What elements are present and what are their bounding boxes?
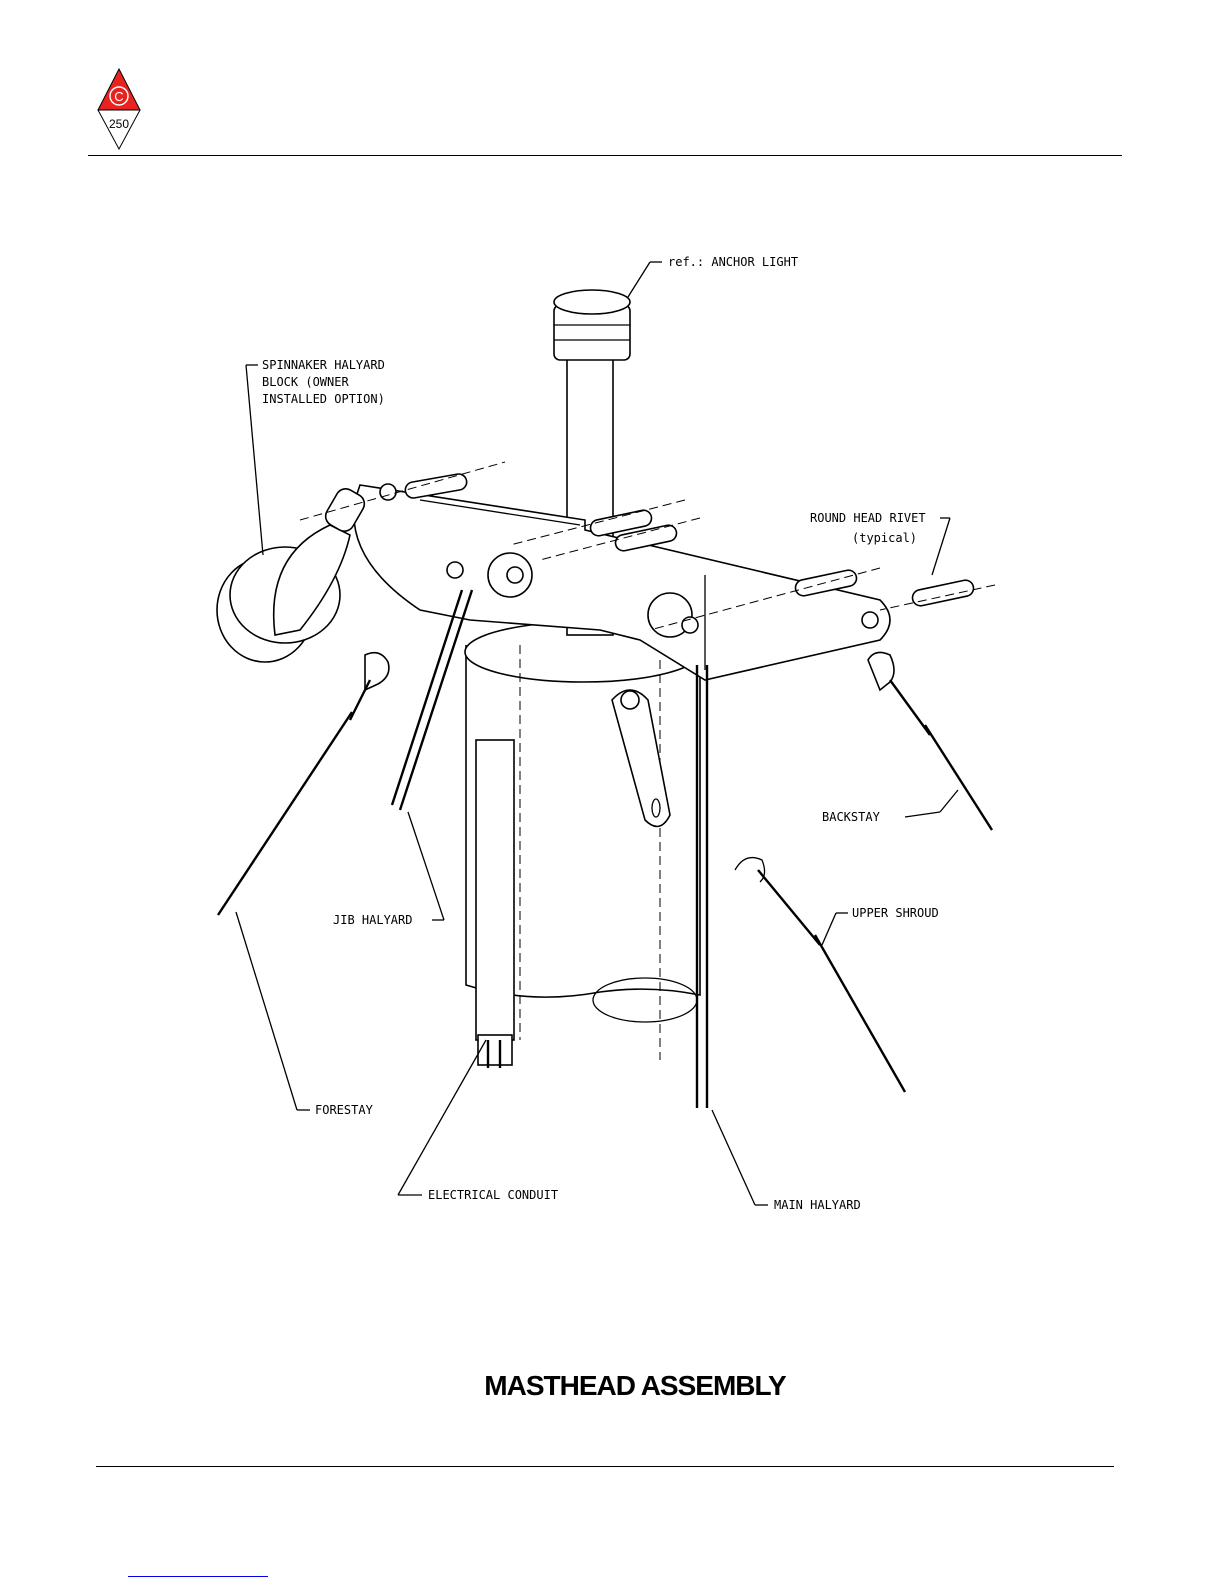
label-spinnaker-line2: BLOCK (OWNER bbox=[262, 375, 349, 389]
label-spinnaker-line1: SPINNAKER HALYARD bbox=[262, 358, 385, 372]
label-main-halyard: MAIN HALYARD bbox=[774, 1198, 861, 1212]
spinnaker-halyard-block bbox=[217, 485, 368, 662]
footer-rule bbox=[96, 1466, 1114, 1467]
label-rivet-line2: (typical) bbox=[852, 531, 917, 545]
label-rivet-line1: ROUND HEAD RIVET bbox=[810, 511, 926, 525]
jib-halyard bbox=[392, 590, 472, 810]
upper-shroud bbox=[735, 858, 905, 1092]
footer-link-underline[interactable] bbox=[128, 1576, 268, 1577]
label-electrical-conduit: ELECTRICAL CONDUIT bbox=[428, 1188, 558, 1202]
label-anchor-light: ref.: ANCHOR LIGHT bbox=[668, 255, 798, 269]
electrical-conduit bbox=[476, 740, 514, 1068]
label-forestay: FORESTAY bbox=[315, 1103, 374, 1117]
backstay bbox=[868, 652, 992, 830]
label-upper-shroud: UPPER SHROUD bbox=[852, 906, 939, 920]
label-spinnaker-line3: INSTALLED OPTION) bbox=[262, 392, 385, 406]
diagram-title: MASTHEAD ASSEMBLY bbox=[0, 1370, 1225, 1402]
label-jib-halyard: JIB HALYARD bbox=[333, 913, 412, 927]
forestay bbox=[218, 653, 389, 915]
label-backstay: BACKSTAY bbox=[822, 810, 881, 824]
